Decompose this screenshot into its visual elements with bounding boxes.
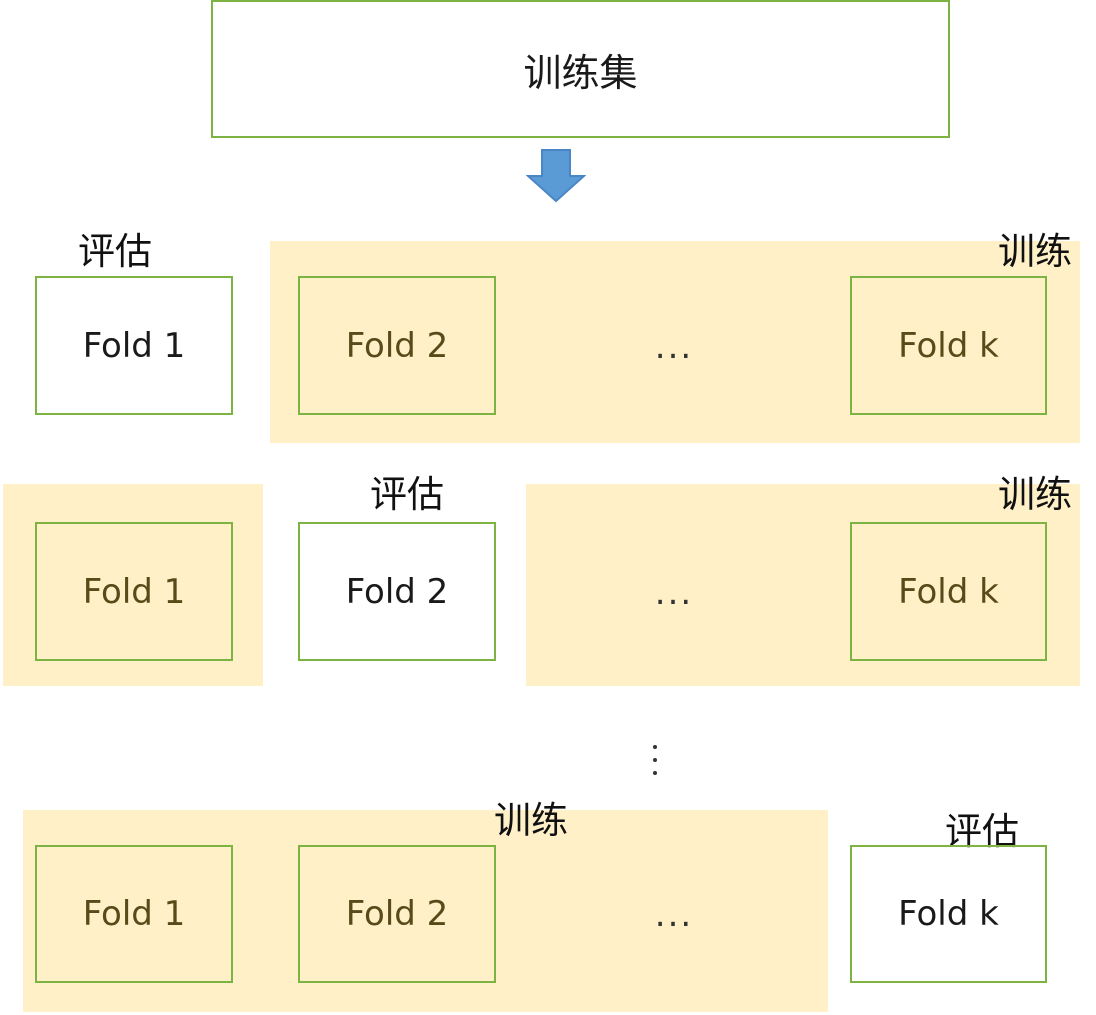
row3-fold-k: Fold k xyxy=(850,845,1047,983)
training-set-box: 训练集 xyxy=(211,0,950,138)
row2-fold-k: Fold k xyxy=(850,522,1047,661)
fold-label: Fold k xyxy=(898,325,999,366)
fold-label: Fold 2 xyxy=(345,571,449,612)
row3-fold-1: Fold 1 xyxy=(35,845,233,983)
row3-eval-label: 评估 xyxy=(945,810,1019,853)
row3-ellipsis: ... xyxy=(654,895,694,935)
fold-label: Fold 1 xyxy=(82,571,186,612)
row1-eval-label: 评估 xyxy=(78,230,152,273)
fold-label: Fold k xyxy=(898,894,999,934)
fold-label: Fold 2 xyxy=(345,325,449,366)
fold-label: Fold 1 xyxy=(82,894,186,934)
row1-fold-k: Fold k xyxy=(850,276,1047,415)
row2-fold-2: Fold 2 xyxy=(298,522,496,661)
row1-train-label: 训练 xyxy=(998,230,1072,273)
row2-fold-1: Fold 1 xyxy=(35,522,233,661)
row1-ellipsis: ... xyxy=(654,327,694,367)
row3-train-label: 训练 xyxy=(494,799,568,842)
fold-label: Fold k xyxy=(898,571,999,612)
row3-train-band xyxy=(23,810,828,1012)
training-set-label: 训练集 xyxy=(523,50,638,95)
row1-fold-1: Fold 1 xyxy=(35,276,233,415)
fold-label: Fold 2 xyxy=(345,894,449,934)
row1-fold-2: Fold 2 xyxy=(298,276,496,415)
row2-ellipsis: ... xyxy=(654,573,694,613)
row2-train-band-left xyxy=(3,484,263,686)
down-arrow-icon xyxy=(526,149,586,203)
row2-train-band-right xyxy=(526,484,1080,686)
row2-eval-label: 评估 xyxy=(370,473,444,516)
fold-label: Fold 1 xyxy=(82,325,186,366)
vertical-ellipsis xyxy=(645,745,665,775)
row2-train-label: 训练 xyxy=(998,473,1072,516)
row3-fold-2: Fold 2 xyxy=(298,845,496,983)
row1-train-band xyxy=(270,241,1080,443)
